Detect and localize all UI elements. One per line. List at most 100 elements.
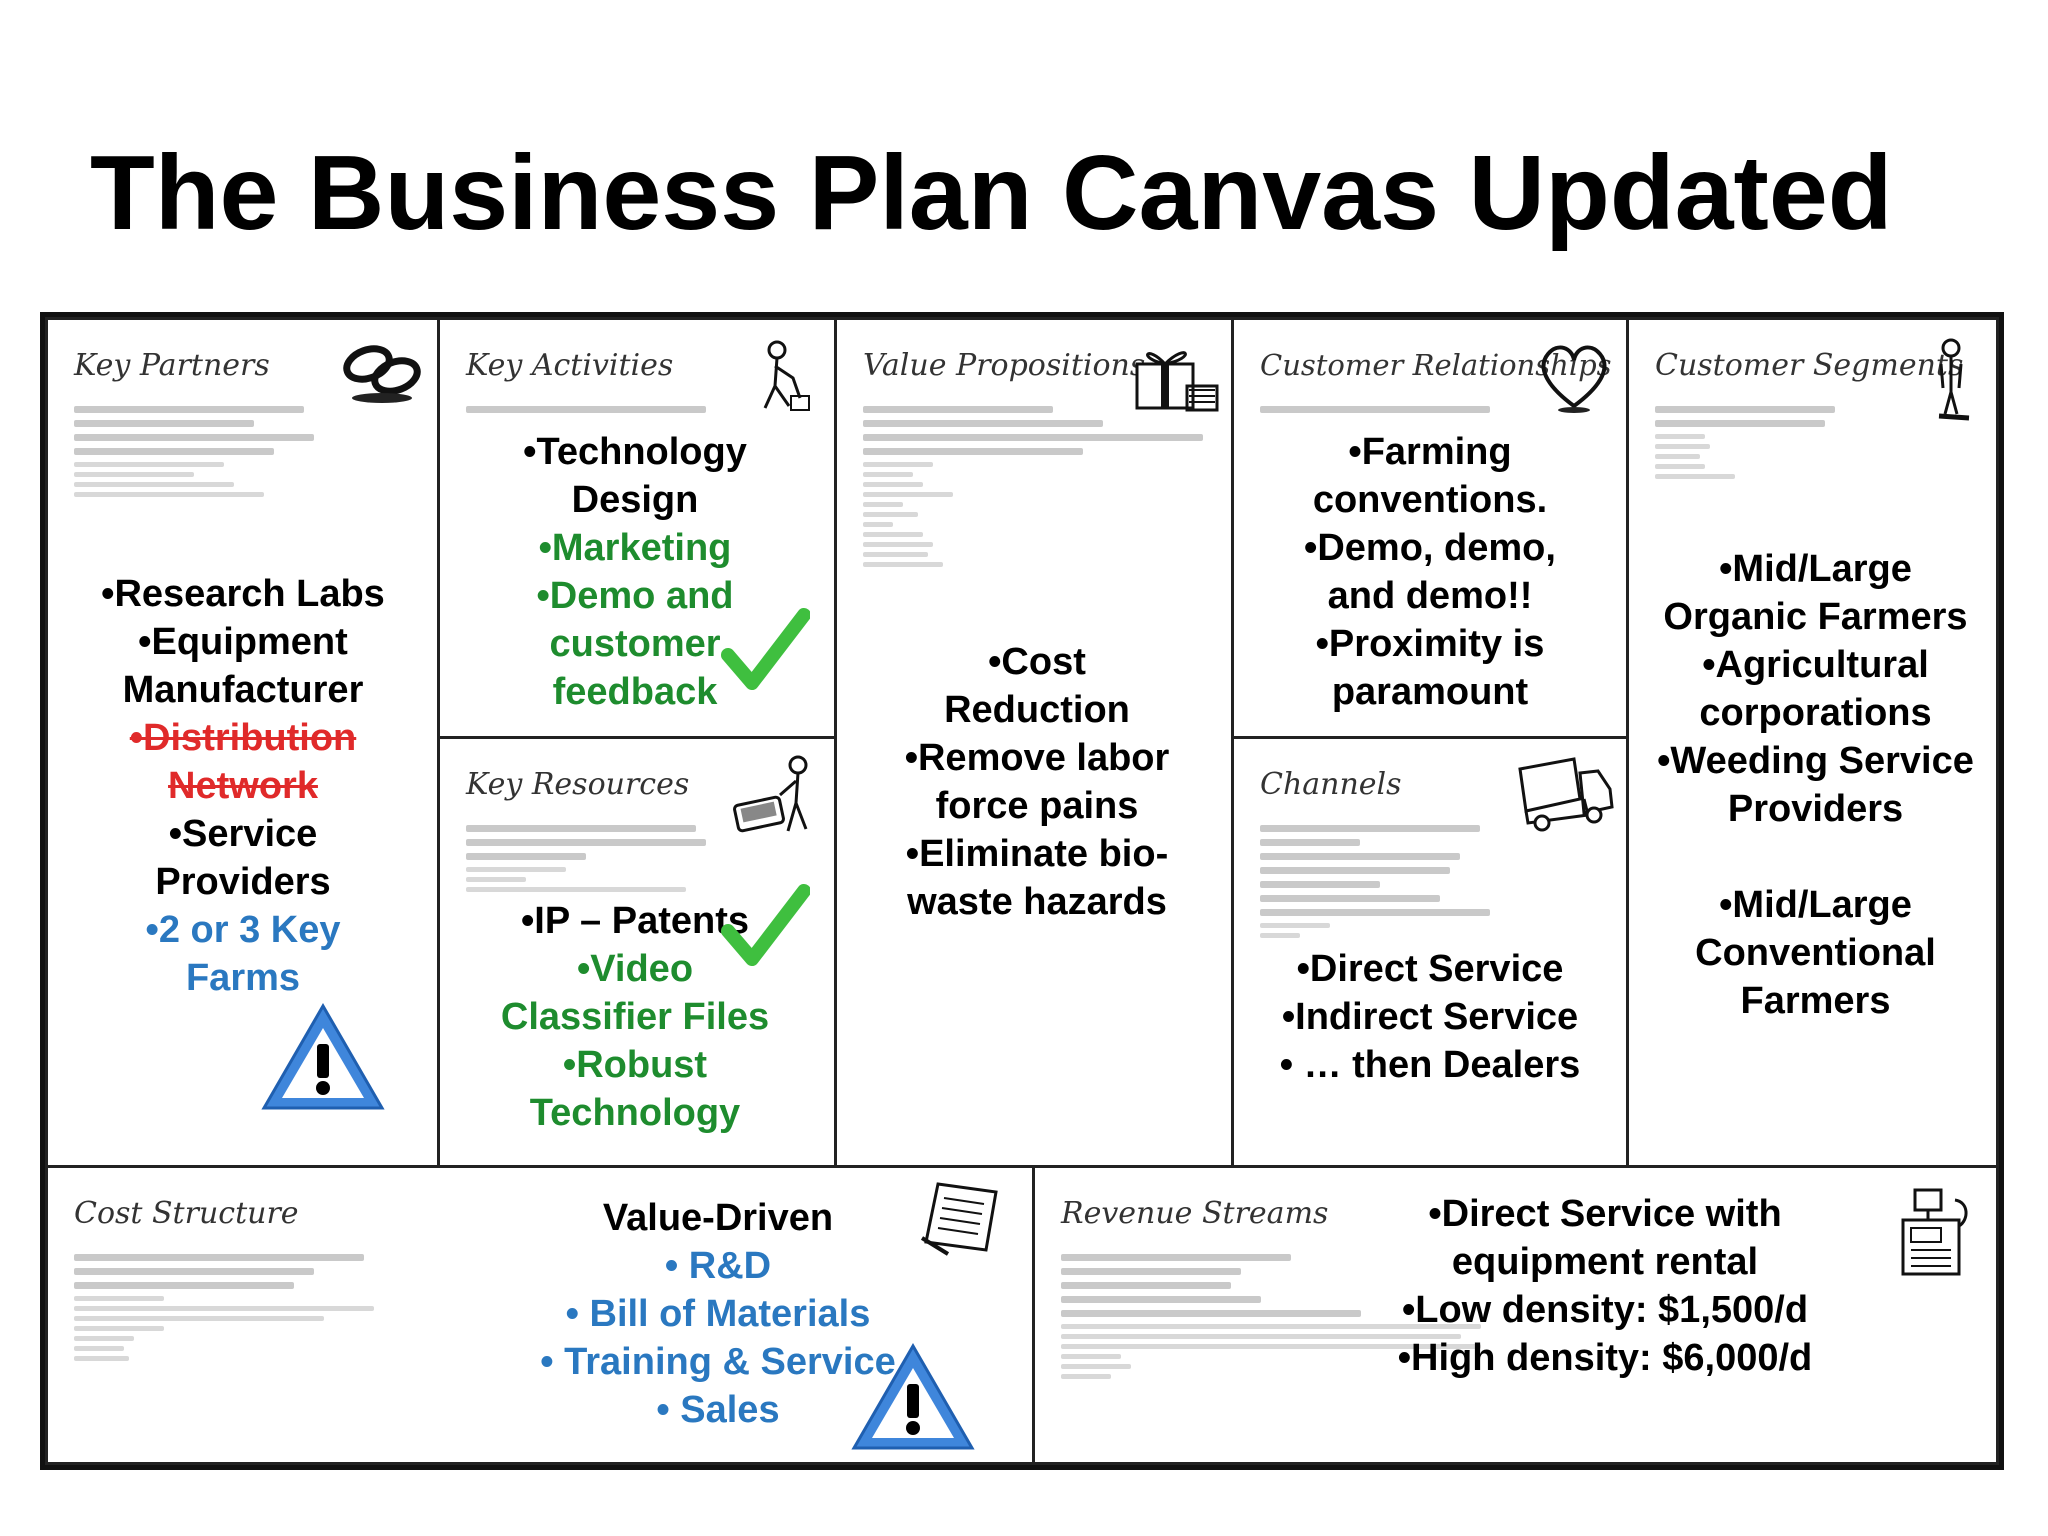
warning-icon [848, 1340, 978, 1460]
list-item: • R&D [664, 1245, 772, 1287]
list-item: •IP – Patents [520, 900, 750, 942]
cash-register-icon [1895, 1180, 1975, 1285]
key-resources-header: Key Resources [466, 767, 690, 802]
customer-relationships-header: Customer Relationships [1260, 348, 1612, 382]
list-item-struck: Network [168, 765, 318, 807]
value-propositions-list: •Cost Reduction •Remove labor force pain… [837, 638, 1231, 926]
list-item: Conventional [1695, 932, 1936, 974]
customer-segments-list: •Mid/Large Organic Farmers •Agricultural… [1629, 545, 1996, 1025]
list-item: Providers [1727, 788, 1904, 830]
list-item: •Technology [523, 431, 747, 473]
business-canvas: Key Partners •Research Labs •Equipment M… [40, 312, 2004, 1470]
chain-link-icon [338, 336, 428, 411]
revenue-streams-list: •Direct Service with equipment rental •L… [1365, 1190, 1845, 1382]
list-item: •Direct Service with [1428, 1193, 1782, 1235]
receipt-icon [918, 1178, 1008, 1263]
cost-structure-header: Cost Structure [74, 1196, 299, 1231]
value-propositions-hint [863, 406, 1203, 572]
list-item: •Mid/Large [1719, 548, 1912, 590]
revenue-streams-header: Revenue Streams [1061, 1196, 1329, 1231]
key-partners-hint [74, 406, 314, 502]
list-item: waste hazards [907, 881, 1167, 923]
check-icon [720, 881, 811, 976]
list-item: Value-Driven [602, 1197, 834, 1239]
list-item: Classifier Files [500, 996, 770, 1038]
list-item: Technology [529, 1092, 741, 1134]
list-item: • Bill of Materials [565, 1293, 871, 1335]
list-item: •High density: $6,000/d [1397, 1337, 1813, 1379]
list-item: •2 or 3 Key [145, 909, 341, 951]
list-item: • Training & Service [540, 1341, 896, 1383]
list-item: and demo!! [1327, 575, 1533, 617]
list-item: feedback [552, 671, 718, 713]
value-propositions-header: Value Propositions [863, 348, 1146, 383]
list-item: •Cost [988, 641, 1086, 683]
list-item-struck: •Distribution [129, 717, 357, 759]
customer-segments-hint [1655, 406, 1835, 484]
list-item: paramount [1331, 671, 1529, 713]
customer-segments-cell: Customer Segments •Mid/Large Organic Far… [1626, 317, 1999, 1168]
list-item: Reduction [944, 689, 1130, 731]
list-item: conventions. [1312, 479, 1548, 521]
worker-icon [745, 338, 815, 423]
list-item: •Eliminate bio- [905, 833, 1169, 875]
customer-relationships-hint [1260, 406, 1490, 420]
list-item: corporations [1699, 692, 1932, 734]
gift-icon [1127, 336, 1222, 421]
cost-structure-hint [74, 1254, 374, 1366]
key-activities-list: •Technology Design •Marketing •Demo and … [440, 428, 830, 716]
customer-relationships-list: •Farming conventions. •Demo, demo, and d… [1234, 428, 1626, 716]
list-item: • Sales [656, 1389, 780, 1431]
list-item: •Direct Service [1296, 948, 1564, 990]
cost-structure-list: Value-Driven • R&D • Bill of Materials •… [468, 1194, 968, 1434]
page-title: The Business Plan Canvas Updated [90, 134, 1893, 252]
heart-icon [1534, 336, 1614, 421]
list-item: Farms [185, 957, 301, 999]
key-activities-cell: Key Activities •Technology Design •Marke… [437, 317, 837, 739]
key-partners-list: •Research Labs •Equipment Manufacturer •… [48, 570, 437, 1002]
warning-icon [258, 1000, 388, 1120]
worker-machine-icon [730, 753, 830, 848]
list-item: Design [571, 479, 699, 521]
key-activities-hint [466, 406, 706, 420]
channels-cell: Channels •Direct Service •Indirect Servi… [1231, 736, 1629, 1168]
list-item: equipment rental [1451, 1241, 1759, 1283]
list-item: Providers [155, 861, 331, 903]
list-item: •Low density: $1,500/d [1401, 1289, 1809, 1331]
check-icon [720, 605, 811, 700]
list-item: •Demo, demo, [1304, 527, 1556, 569]
list-item: • … then Dealers [1279, 1044, 1581, 1086]
truck-icon [1514, 753, 1614, 843]
list-item: •Robust [562, 1044, 708, 1086]
list-item: •Video [576, 948, 694, 990]
list-item: •Service [168, 813, 318, 855]
revenue-streams-hint [1061, 1254, 1481, 1384]
channels-list: •Direct Service •Indirect Service • … th… [1234, 945, 1626, 1089]
list-item: •Mid/Large [1719, 884, 1912, 926]
list-item: •Demo and [536, 575, 734, 617]
key-resources-hint [466, 825, 706, 897]
key-partners-cell: Key Partners •Research Labs •Equipment M… [45, 317, 440, 1168]
customer-segments-header: Customer Segments [1655, 348, 1964, 383]
list-item: Farmers [1740, 980, 1891, 1022]
value-propositions-cell: Value Propositions •Cost Reduction •Remo… [834, 317, 1234, 1168]
key-partners-header: Key Partners [74, 348, 270, 383]
person-icon [1929, 338, 1979, 428]
list-item: •Research Labs [101, 573, 385, 615]
list-item: •Weeding Service [1657, 740, 1974, 782]
list-item: •Proximity is [1315, 623, 1545, 665]
revenue-streams-cell: Revenue Streams •Direct Service with equ… [1032, 1165, 1999, 1465]
customer-relationships-cell: Customer Relationships •Farming conventi… [1231, 317, 1629, 739]
list-item: •Agricultural [1702, 644, 1929, 686]
key-activities-header: Key Activities [466, 348, 674, 383]
list-item: force pains [935, 785, 1139, 827]
channels-hint [1260, 825, 1490, 943]
list-item: •Indirect Service [1281, 996, 1579, 1038]
list-item: •Marketing [538, 527, 732, 569]
channels-header: Channels [1260, 767, 1402, 802]
list-item: •Remove labor [904, 737, 1170, 779]
list-item: •Equipment [138, 621, 348, 663]
cost-structure-cell: Cost Structure Value-Driven • R&D • Bill… [45, 1165, 1035, 1465]
list-item: customer [549, 623, 721, 665]
list-item: •Farming [1348, 431, 1512, 473]
